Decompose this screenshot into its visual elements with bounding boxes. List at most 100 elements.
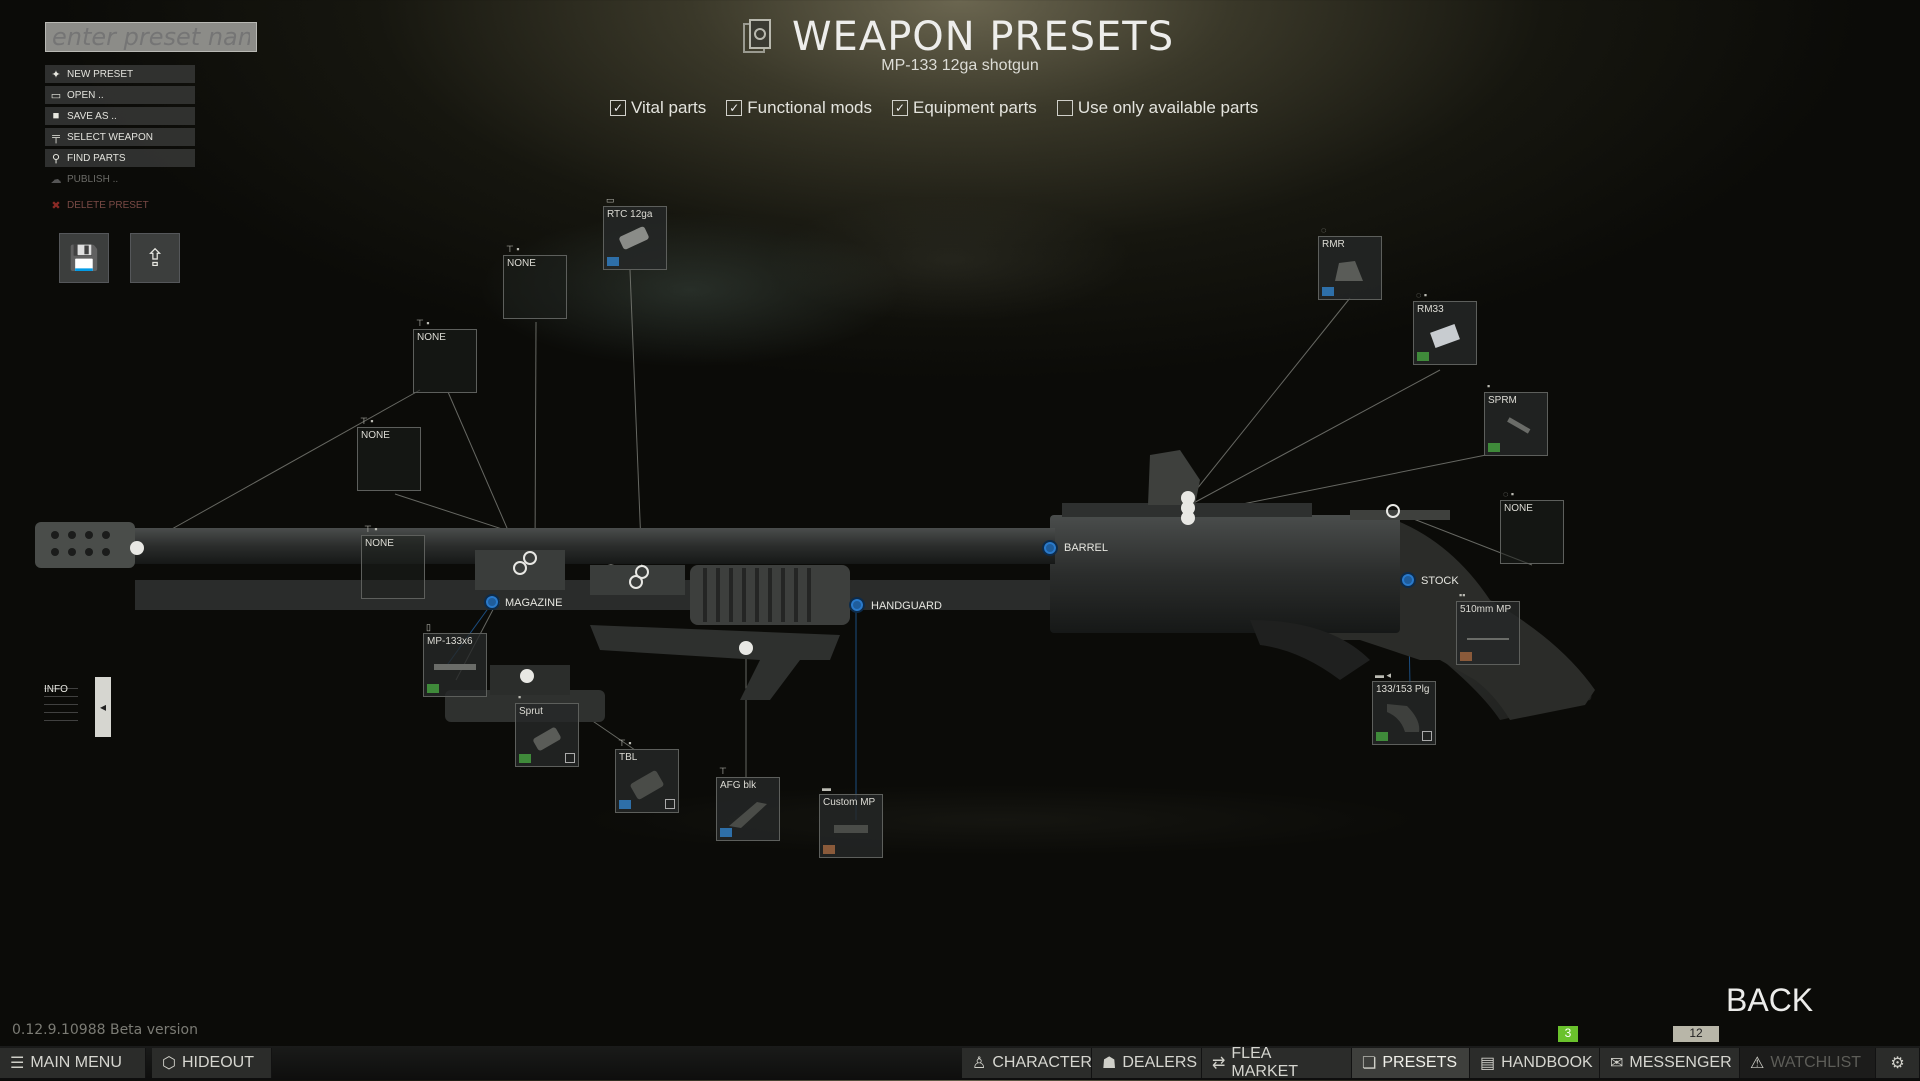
handbook-button[interactable]: ▤HANDBOOK	[1470, 1048, 1600, 1078]
slot-type-icon: ▬ ◂	[1375, 670, 1392, 680]
checkbox-checked-icon[interactable]: ✓	[726, 100, 743, 116]
filter-label: Equipment parts	[913, 98, 1037, 117]
dealers-icon: ☗	[1102, 1055, 1117, 1072]
slot-label: Custom MP	[823, 797, 876, 808]
find-parts-button[interactable]: ⚲FIND PARTS	[45, 149, 195, 167]
foregrip-icon	[729, 802, 767, 828]
slot-tactical-tbl[interactable]: ⊤ ▪ TBL	[615, 738, 679, 813]
filter-only-available[interactable]: Use only available parts	[1056, 98, 1258, 118]
export-button[interactable]: ⇪	[130, 233, 180, 283]
magazine-node[interactable]	[484, 594, 500, 610]
presets-tab[interactable]: ❏PRESETS	[1352, 1048, 1470, 1078]
back-button[interactable]: BACK	[1726, 982, 1814, 1018]
checkbox-checked-icon[interactable]: ✓	[610, 100, 626, 116]
info-toggle-button[interactable]: ◂	[95, 677, 111, 737]
info-label: INFO	[44, 684, 68, 695]
open-label: OPEN ..	[67, 89, 104, 101]
slot-foregrip-afg[interactable]: ⊤ AFG blk	[716, 766, 780, 841]
slot-label: 133/153 Plg	[1376, 684, 1430, 695]
settings-button[interactable]: ⚙	[1876, 1048, 1920, 1078]
slot-type-icon: ▪	[1487, 381, 1491, 391]
slot-type-icon: ⊤ ▪	[618, 738, 632, 748]
watchlist-button[interactable]: ⚠WATCHLIST	[1740, 1048, 1876, 1078]
slot-empty-2[interactable]: ⊤ ▪NONE	[413, 318, 477, 393]
nav-label: MESSENGER	[1629, 1054, 1732, 1071]
slot-label: NONE	[361, 430, 390, 441]
stock-icon	[1387, 704, 1420, 732]
select-weapon-button[interactable]: ╤SELECT WEAPON	[45, 128, 195, 146]
save-as-button[interactable]: ■ SAVE AS ..	[45, 107, 195, 125]
slot-label: NONE	[417, 332, 446, 343]
filter-label: Vital parts	[631, 98, 707, 117]
slot-barrel-510mm[interactable]: ▪▪ 510mm MP	[1456, 590, 1520, 665]
main-menu-button[interactable]: ☰MAIN MENU	[0, 1048, 146, 1078]
watchlist-icon: ⚠	[1750, 1055, 1765, 1072]
publish-label: PUBLISH ..	[67, 173, 119, 185]
slot-label: AFG blk	[720, 780, 757, 791]
category-tag	[519, 754, 531, 763]
slot-label: SPRM	[1488, 395, 1517, 406]
slot-empty-4[interactable]: ⊤ ▪NONE	[361, 524, 425, 599]
dealers-button[interactable]: ☗ DEALERS	[1092, 1048, 1202, 1078]
save-icon: ■	[52, 110, 60, 122]
slot-muzzle-rtc[interactable]: ▭ RTC 12ga	[603, 195, 667, 270]
save-as-label: SAVE AS ..	[67, 110, 117, 122]
slot-type-icon: ⊤ ▪	[506, 244, 520, 254]
filter-bar: ✓Vital parts ✓Functional mods ✓Equipment…	[610, 98, 1258, 118]
slot-magazine[interactable]: ▯ MP-133x6	[423, 622, 487, 697]
handguard-node[interactable]	[849, 597, 865, 613]
hideout-icon: ⬡	[162, 1055, 176, 1072]
slot-label: NONE	[1504, 503, 1533, 514]
slot-empty-1[interactable]: ⊤ ▪ NONE	[503, 244, 567, 319]
slot-empty-3[interactable]: ⊤ ▪NONE	[357, 416, 421, 491]
nav-label: DEALERS	[1122, 1054, 1198, 1071]
stock-node[interactable]	[1400, 572, 1416, 588]
slot-mount-rm33[interactable]: ◌ ▪ RM33	[1413, 290, 1477, 365]
page-title: WEAPON PRESETS	[792, 14, 1175, 60]
slot-label: RMR	[1322, 239, 1345, 250]
slot-type-icon: ▭	[606, 195, 615, 205]
slot-stock-plg[interactable]: ▬ ◂ 133/153 Plg	[1372, 670, 1436, 745]
slot-sprm[interactable]: ▪ SPRM	[1484, 381, 1548, 456]
preset-name-input[interactable]	[45, 22, 257, 52]
category-tag	[1460, 652, 1472, 661]
slot-empty-5[interactable]: ◌ ▪NONE	[1500, 489, 1564, 564]
slot-flashlight-sprut[interactable]: ▪ Sprut	[515, 692, 579, 767]
flea-market-button[interactable]: ⇄FLEA MARKET	[1202, 1045, 1352, 1080]
open-button[interactable]: ▭ OPEN ..	[45, 86, 195, 104]
slot-type-icon: ▬	[822, 783, 831, 793]
barrel-node[interactable]	[1042, 540, 1058, 556]
mod-indicator-icon	[665, 799, 675, 809]
character-button[interactable]: ♙CHARACTER	[962, 1048, 1092, 1078]
magazine-icon	[434, 664, 476, 670]
checkbox-unchecked-icon[interactable]	[1056, 100, 1073, 116]
delete-preset-button[interactable]: ✖DELETE PRESET	[45, 196, 195, 214]
slot-label: Sprut	[519, 706, 543, 717]
nav-label: MAIN MENU	[30, 1054, 122, 1071]
slot-sight-rmr[interactable]: ◌ RMR	[1318, 225, 1382, 300]
version-text: 0.12.9.10988 Beta version	[12, 1022, 198, 1038]
slot-type-icon: ◌	[1321, 225, 1327, 235]
chevron-left-icon: ◂	[99, 700, 107, 714]
slot-label: MP-133x6	[427, 636, 473, 647]
checkbox-checked-icon[interactable]: ✓	[892, 100, 909, 116]
filter-functional-mods[interactable]: ✓Functional mods	[726, 98, 872, 118]
preset-menu: ✦NEW PRESET ▭ OPEN .. ■ SAVE AS .. ╤SELECT…	[45, 65, 195, 217]
slot-handguard-custom-mp[interactable]: ▬ Custom MP	[819, 783, 883, 858]
hideout-button[interactable]: ⬡ HIDEOUT	[152, 1048, 272, 1078]
filter-equipment-parts[interactable]: ✓Equipment parts	[892, 98, 1037, 118]
folder-icon: ▭	[50, 89, 62, 102]
attach-points	[130, 491, 1195, 683]
messenger-button[interactable]: ✉MESSENGER	[1600, 1048, 1740, 1078]
filter-vital-parts[interactable]: ✓ Vital parts	[610, 98, 706, 118]
search-icon: ⚲	[51, 152, 61, 165]
new-preset-label: NEW PRESET	[67, 68, 134, 80]
muzzle-brake-icon	[619, 226, 649, 250]
rail-part-icon	[1507, 417, 1531, 434]
publish-button[interactable]: ☁PUBLISH ..	[45, 170, 195, 188]
save-button[interactable]: 💾	[59, 233, 109, 283]
slot-label: NONE	[507, 258, 536, 269]
background-floor	[300, 760, 1700, 880]
nav-label: HIDEOUT	[181, 1054, 254, 1071]
new-preset-button[interactable]: ✦NEW PRESET	[45, 65, 195, 83]
